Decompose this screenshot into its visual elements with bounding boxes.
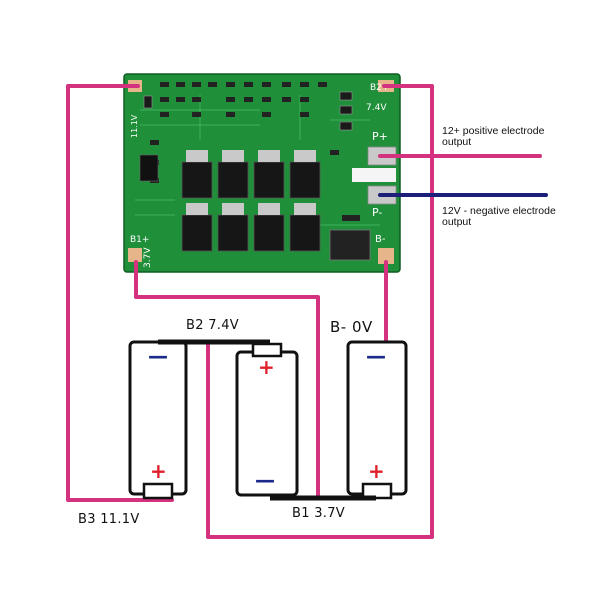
resistor-array [150, 82, 360, 221]
wire-b3-balance [66, 84, 174, 502]
battery-pack: — + + — — + [128, 339, 408, 501]
battery-cell-2 [235, 342, 299, 497]
pad-label-bminus: B- [375, 234, 386, 245]
battery-cell-1 [346, 340, 408, 500]
b3-voltage-label: B3 11.1V [78, 512, 140, 527]
pad-label-b1-voltage: 3.7V [143, 247, 153, 268]
positive-output-label-line2: output [442, 136, 472, 148]
b1-pad [128, 248, 142, 262]
bminus-pad [378, 248, 394, 264]
pad-label-b2: B2+ [370, 83, 389, 93]
positive-output-label-line1: 12+ positive electrode [442, 125, 545, 137]
negative-output-label: 12V - negative electrode output [442, 206, 556, 228]
mosfet-array [181, 150, 321, 252]
control-ic [139, 154, 159, 182]
pad-label-b3-voltage: 11.1V [130, 114, 139, 138]
cell-3-minus-mark: — [148, 344, 168, 368]
wire-b2-balance [206, 84, 434, 539]
cell-1-plus-mark: + [368, 459, 385, 483]
pad-label-b2-voltage: 7.4V [366, 103, 387, 113]
b1-voltage-label: B1 3.7V [292, 506, 345, 521]
positive-output-label: 12+ positive electrode output [442, 126, 544, 148]
shunt-resistor [329, 229, 371, 261]
pad-label-pminus: P- [372, 206, 382, 219]
cell-2-minus-mark: — [255, 468, 275, 492]
negative-output-label-line2: output [442, 216, 472, 228]
pad-label-pplus: P+ [372, 130, 388, 143]
negative-output-label-line1: 12V - negative electrode [442, 205, 556, 217]
wire-b1-balance [134, 260, 320, 499]
bms-circuit-board: B2+ 7.4V P+ P- B- B1+ 3.7V 11.1V [123, 73, 401, 273]
pad-label-b1: B1+ [130, 235, 149, 245]
cell-1-minus-mark: — [366, 344, 386, 368]
cell-2-plus-mark: + [258, 355, 275, 379]
capacitor-array [143, 91, 353, 131]
white-connector-strip [352, 168, 396, 182]
b2-voltage-label: B2 7.4V [186, 318, 239, 333]
bminus-voltage-label: B- 0V [330, 318, 373, 336]
cell-3-plus-mark: + [150, 459, 167, 483]
wire-harness [66, 84, 548, 539]
